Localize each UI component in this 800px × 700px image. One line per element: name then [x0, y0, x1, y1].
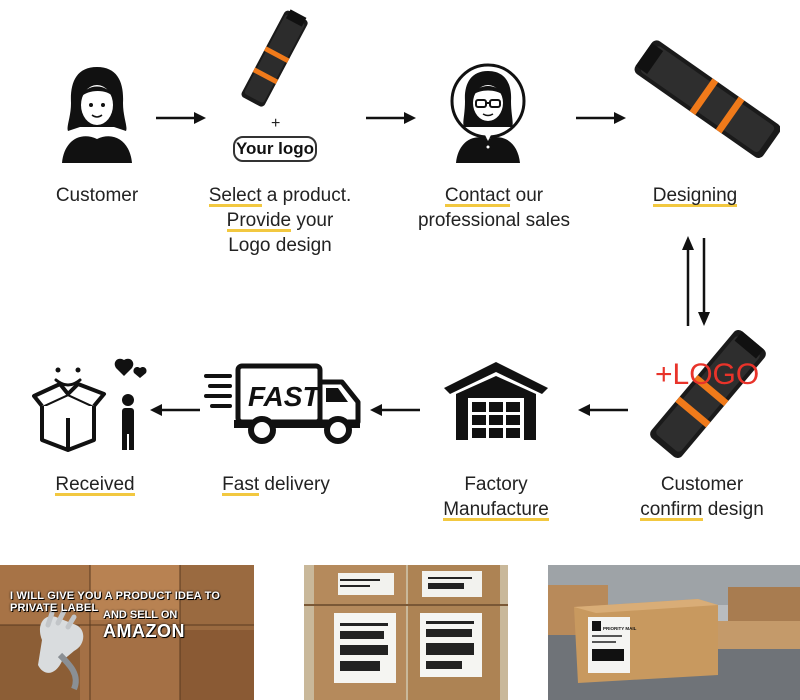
- step-label-line: Factory: [464, 474, 528, 495]
- banner-sell-on-amazon: AND SELL ON AMAZON: [103, 609, 185, 641]
- arrow-right-icon: [366, 112, 416, 124]
- step-label-line: Manufacture: [443, 499, 549, 521]
- arrow-right-icon: [576, 112, 626, 124]
- priority-mail-label: PRIORITY MAIL: [603, 626, 637, 631]
- truck-fast-label: FAST: [248, 381, 322, 412]
- arrow-left-icon: [370, 404, 420, 416]
- step-label-line: Contact our: [444, 185, 544, 207]
- your-logo-badge: Your logo: [233, 136, 317, 162]
- step-label-line: professional sales: [417, 210, 571, 231]
- customer-woman-icon: [62, 67, 132, 163]
- step-label-line: Select a product.: [208, 185, 352, 207]
- arrow-left-icon: [150, 404, 200, 416]
- step-label-line: Received: [55, 474, 135, 496]
- step-label-line: Provide your: [226, 210, 334, 232]
- received-package-icon: [32, 358, 147, 452]
- step-customer-confirm: Customer confirm design: [618, 472, 786, 522]
- stacked-parcels-photo: [304, 565, 508, 700]
- step-received: Received: [36, 472, 154, 497]
- wristband-product-icon: [241, 9, 308, 107]
- step-label-line: Customer: [55, 185, 139, 206]
- banner-private-label: I WILL GIVE YOU A PRODUCT IDEA TO PRIVAT…: [10, 590, 221, 614]
- step-label-line: Designing: [652, 185, 738, 207]
- two-way-arrow-icon: [682, 236, 710, 326]
- sales-representative-icon: [450, 63, 526, 163]
- fast-delivery-truck-icon: FAST: [204, 363, 361, 444]
- step-label-line: Fast delivery: [222, 474, 330, 496]
- warehouse-package-photo: PRIORITY MAIL: [548, 565, 800, 700]
- step-contact-sales: Contact our professional sales: [400, 183, 588, 233]
- wristband-logo-icon: [650, 329, 766, 459]
- plus-sign: +: [271, 115, 281, 132]
- step-label-line: confirm design: [640, 499, 764, 521]
- step-fast-delivery: Fast delivery: [196, 472, 356, 497]
- step-label-line: Logo design: [228, 235, 332, 256]
- factory-warehouse-icon: [444, 362, 548, 440]
- wristband-design-icon: [634, 40, 780, 158]
- arrow-left-icon: [578, 404, 628, 416]
- amazon-boxes-photo: I WILL GIVE YOU A PRODUCT IDEA TO PRIVAT…: [0, 565, 254, 700]
- logo-added-label: +LOGO: [655, 358, 760, 391]
- step-customer: Customer: [40, 183, 154, 208]
- step-label-line: Customer: [660, 474, 744, 495]
- arrow-right-icon: [156, 112, 206, 124]
- step-designing: Designing: [630, 183, 760, 208]
